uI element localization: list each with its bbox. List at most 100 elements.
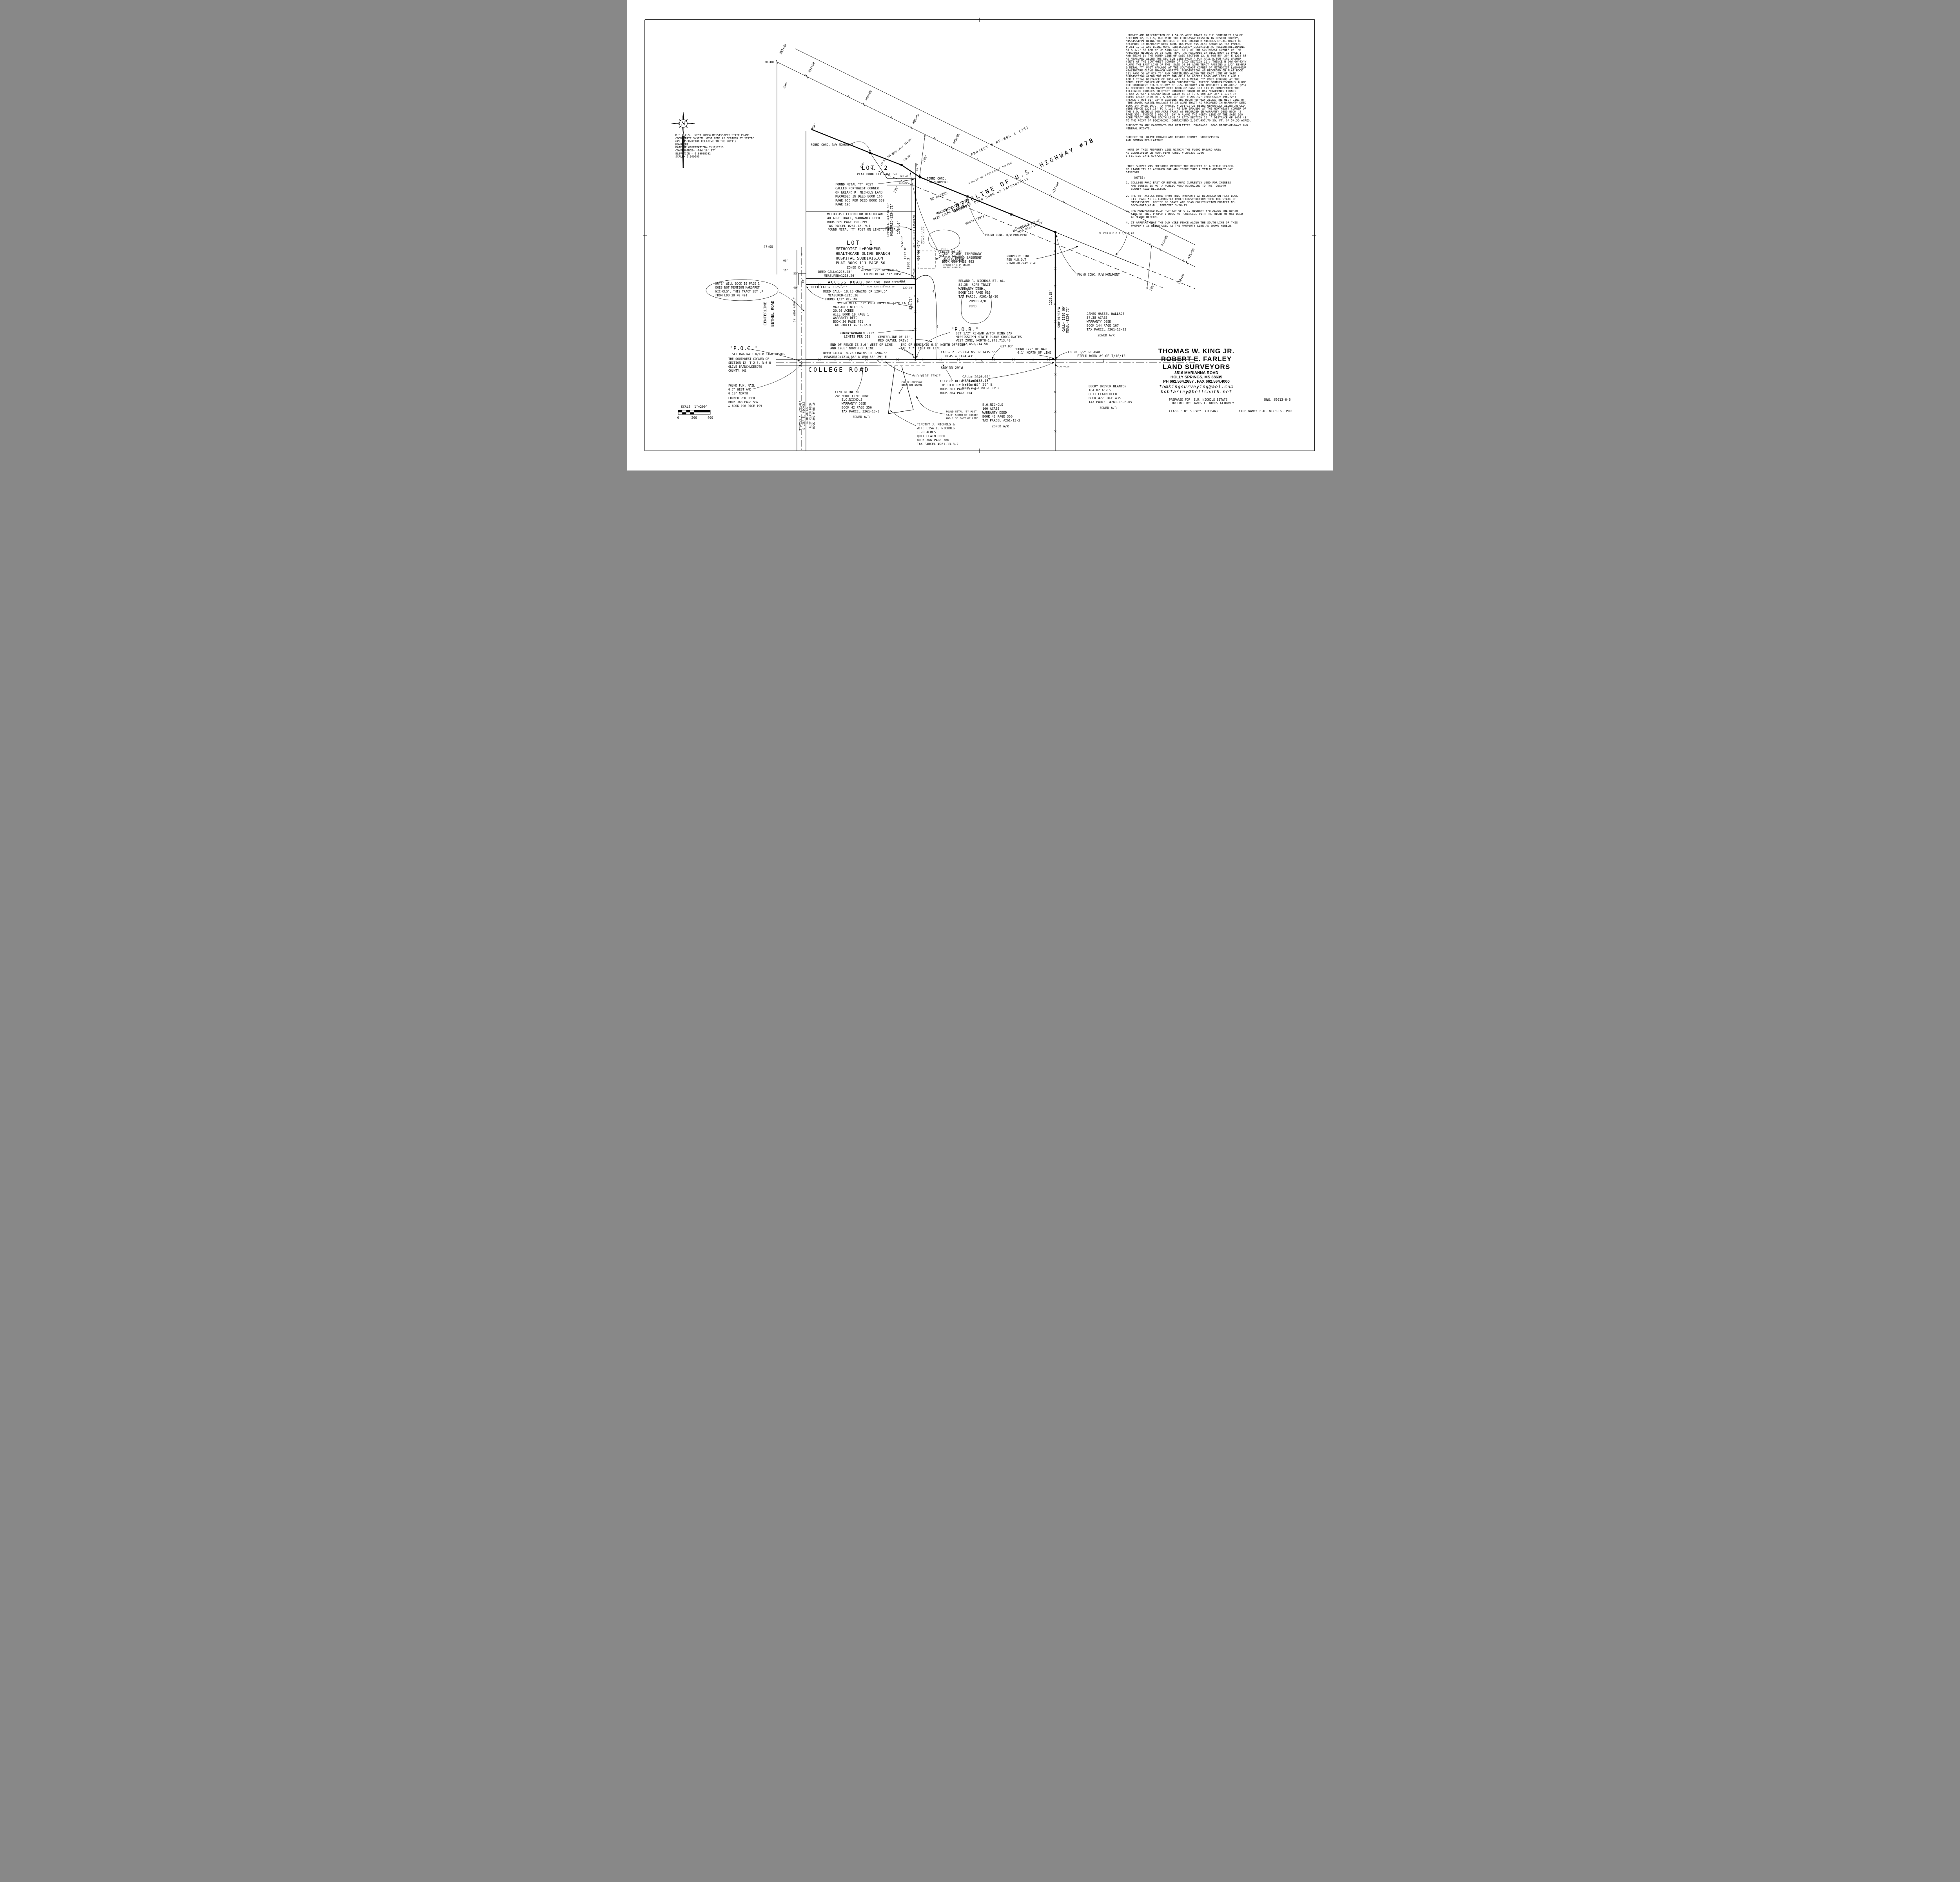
- centerline-v: CENTERLINE: [763, 302, 768, 325]
- access-road-plat: PLAT BOOK 111 PAGE 50: [867, 286, 895, 288]
- lot1-block-line-1: HEALTHCARE OLIVE BRANCH: [836, 252, 890, 256]
- city-easement-line-3: BOOK 364 PAGE 254: [940, 391, 972, 395]
- utility-easement-v: 30' UTILITY EASEMENT: [913, 214, 916, 248]
- leader-16: [752, 364, 801, 389]
- scalebar-0: 0: [677, 416, 679, 420]
- bearing-n00: N00°06'43"W: [917, 240, 920, 261]
- dim-17146: 1714.6': [897, 221, 900, 234]
- fence-x-mark: [834, 358, 836, 361]
- rw-mon-3: FOUND CONC. R/W MONUMENT: [985, 233, 1028, 237]
- plat-sheet: ¢¢¢¢¢¢¢¢¢¢¢¢¢¢¢¢¢NOTE" WILL BOOK 19 PAGE…: [627, 0, 1333, 470]
- bearing-s64: S64°20'54"E: [943, 259, 964, 262]
- call-132099: CALL= 1320.99': [1062, 305, 1065, 332]
- lot1-label: LOT 1: [847, 240, 874, 246]
- zoned-ar-erland: ZONED A/R: [969, 300, 986, 303]
- description-line-29: TO THE POINT OF BEGINNING, CONTAINING 2,…: [1126, 119, 1251, 122]
- poc-corner-line-1: SECTION 12, T-2-S, R-6-W: [728, 361, 771, 365]
- leader-27: [916, 332, 951, 358]
- meas-123471: MEASURED=1234.71': [890, 203, 893, 236]
- centerline-symbol: ¢: [801, 252, 803, 256]
- note-4-line-0: 4. IT APPEARS THAT THE OLD WIRE FENCE AL…: [1126, 221, 1238, 224]
- found-t-33-line-2: AND 1.3' EAST OF LINE: [946, 417, 978, 420]
- centerline-symbol: ¢: [933, 289, 935, 293]
- zoning-line-1: AND ZONING REGULATIONS.: [1126, 138, 1165, 142]
- plat-line-39: [888, 409, 914, 414]
- eo-nichols-left-line-0: E.O.NICHOLS: [842, 398, 862, 401]
- centerline-symbol: ¢: [936, 325, 938, 328]
- james-wallace-line-2: WARRANTY DEED: [1087, 320, 1111, 323]
- description-line-15: FOR A TOTAL DISTANCE OF 2059.44' TO A ME…: [1126, 78, 1240, 81]
- centerline-symbol: ¢: [847, 94, 850, 98]
- timothy-nichols-190-line-4: BOOK 366 PAGE 386: [917, 438, 949, 442]
- timothy-nichols-438-line-0: TIMOTHY J. NICHOLS: [799, 401, 802, 431]
- found-pk-nail-line-2: 0.10' NORTH: [728, 392, 748, 395]
- description-line-7: AND BEING IN THE SOUTH LINE OF SAID SECT…: [1126, 54, 1248, 58]
- leader-2: [878, 226, 912, 231]
- dim-13: 13': [783, 269, 788, 272]
- notes-heading: NOTES:: [1134, 176, 1145, 180]
- meas-121526: MEASURED=1215.26': [824, 274, 856, 278]
- james-wallace-line-1: 57.38 ACRES: [1087, 316, 1107, 320]
- easements-line-0: SUBJECT TO ANY EASEMENTS FOR UTILITIES, …: [1126, 124, 1248, 127]
- eo-nichols-left-line-3: TAX PARCEL 3261-13-3: [842, 410, 880, 413]
- note-1-line-2: COUNTY ROAD REGISTER.: [1126, 187, 1167, 191]
- meas-121485: MEASURED=1214.85' N 89d 55' 29" E: [824, 355, 887, 359]
- flood-line-1: AS IDENTIFIED ON FEMA FIRM PANEL # 28033…: [1126, 151, 1204, 154]
- pl-mdot: PL PER M.D.O.T R/W PLAT: [1099, 232, 1134, 235]
- easements-line-1: MINERAL RIGHTS.: [1126, 127, 1151, 130]
- fence-x-mark: [1054, 338, 1056, 340]
- leader-21: [916, 396, 946, 414]
- dim-63793: 637.93': [1000, 345, 1014, 348]
- ordered-by: ORDERED BY: JAMES E. WOODS ATTORNEY: [1172, 401, 1234, 405]
- leader-20: [942, 364, 953, 381]
- fence-x-mark: [897, 358, 899, 361]
- description-line-17: THE SOUTHWEST RIGHT-OF-WAY OF U.S. HIGHW…: [1126, 84, 1246, 87]
- leader-9: [806, 286, 825, 300]
- description-line-10: ALONG THE EAST LINE OF THE SAID 20.93 AC…: [1126, 63, 1247, 66]
- dim-122615: 1226.15': [1049, 290, 1053, 305]
- firm-name-3: LAND SURVEYORS: [1163, 363, 1230, 371]
- leader-22: [1056, 352, 1067, 359]
- leader-11: [878, 329, 915, 333]
- description-line-11: & METAL "T" POST (FOUND) AT THE SOUTHEAS…: [1126, 66, 1247, 69]
- timothy-nichols-190-line-5: TAX PARCEL #261-13-3.2: [917, 442, 958, 446]
- mspcs-line-5: CONVERGENCE= -00d 18' 37": [675, 149, 715, 152]
- poc-setnail: SET MAG NAIL W/TOM KING WASHER: [732, 352, 786, 356]
- end-limestone-line-0: END OF LIMESTONE: [902, 381, 922, 384]
- ob-city-1: OLIVE BRANCH CITY: [842, 331, 874, 335]
- city-easement-line-2: BOOK 363 PAGE 537 &: [940, 387, 976, 391]
- timothy-nichols-190-line-0: TIMOTHY J. NICHOLS &: [917, 423, 955, 426]
- station-450: 450+00: [1177, 273, 1185, 285]
- margaret-nichols-line-4: BOOK 30 PAGE 491: [833, 320, 863, 323]
- centerline-symbol: ¢: [1105, 221, 1109, 225]
- description-line-9: (SET) AT THE SOUTHWEST CORNER OF SAID SE…: [1126, 60, 1247, 64]
- scalebar-400: 400: [708, 416, 713, 420]
- deeds-call-n89: DEEDS CALL=N 89d 50' 32" E: [962, 387, 999, 390]
- margaret-nichols-line-2: WILL BOOK 19 PAGE 1: [833, 312, 869, 316]
- dim-390: 390': [782, 81, 789, 89]
- leader-7: [909, 172, 940, 254]
- ob-city-2: 'LIMITS PER GIS: [842, 335, 870, 338]
- pond-2: POND: [969, 305, 976, 308]
- typical-post-1: FOUND METAL "T" POST ON LINE (TYPICAL): [828, 228, 899, 231]
- description-line-26: THE E.O. NICHOLS 100 ACRE TRACT AS RECOR…: [1126, 110, 1241, 113]
- description-line-19: FOLLOWING COURSES TO 6"X6" CONCRETE RIGH…: [1126, 89, 1236, 93]
- poc-label: "P.O.C.": [730, 346, 758, 352]
- timothy-nichols-438-line-2: 4.38 ACRES: [806, 407, 809, 424]
- found-pk-nail-line-1: 0.7' WEST AND: [728, 388, 751, 391]
- no-access-1: NO ACCESS: [930, 191, 948, 202]
- pk-corner-deed-line-0: CORNER PER DEED: [728, 396, 755, 400]
- limestone-1: CENTERLINE OF: [835, 391, 860, 394]
- mspcs-line-2: GPS OBSERVATION RELATIVE TO THE 78Y119: [675, 140, 737, 143]
- description-line-6: MARGARET NICHOLS 20.93 ACRE TRACT AS REC…: [1126, 51, 1241, 54]
- found-pk-nail-line-0: FOUND P.K. NAIL: [728, 384, 755, 387]
- rw-mon-4: FOUND CONC. R/W MONUMENT: [1077, 273, 1120, 276]
- fence-x-mark: [1047, 358, 1050, 361]
- plat-line-5: [777, 62, 1195, 267]
- dim-12003: 1200.3': [907, 256, 910, 269]
- fence-x-mark: [818, 358, 820, 361]
- dim-63: 63': [783, 259, 788, 262]
- poc-corner-line-0: THE SOUTHWEST CORNER OF: [728, 357, 769, 361]
- project-label: PROJECT # RF-006-1 (25): [970, 125, 1030, 157]
- mspcs-line-0: M.S.P.C.S. WEST ZONE= MISSISSIPPI STATE …: [675, 134, 749, 137]
